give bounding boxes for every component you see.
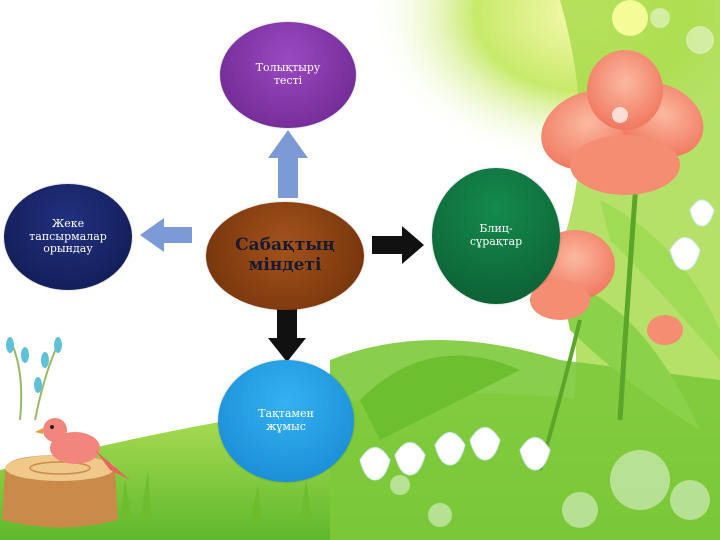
- arrow-left-icon: [140, 218, 192, 252]
- node-right: Блиц-сұрақтар: [432, 168, 560, 304]
- node-center-label: Сабақтың міндеті: [235, 235, 335, 275]
- arrow-right-icon: [372, 226, 424, 264]
- arrow-up-icon: [268, 130, 308, 198]
- node-top: Толықтыру тесті: [220, 22, 356, 128]
- arrow-down-icon: [268, 308, 306, 362]
- arrow-right-shape: [372, 226, 424, 264]
- node-right-label: Блиц-сұрақтар: [469, 222, 523, 248]
- arrow-left-shape: [140, 218, 192, 252]
- node-left: Жеке тапсырмалар орындау: [4, 184, 132, 290]
- node-top-label: Толықтыру тесті: [255, 61, 321, 87]
- node-bottom: Тақтамен жұмыс: [218, 360, 354, 482]
- node-center: Сабақтың міндеті: [206, 202, 364, 310]
- node-bottom-label: Тақтамен жұмыс: [258, 407, 314, 433]
- node-left-label: Жеке тапсырмалар орындау: [29, 217, 107, 256]
- arrow-down-shape: [268, 308, 306, 362]
- arrow-up-shape: [268, 130, 308, 198]
